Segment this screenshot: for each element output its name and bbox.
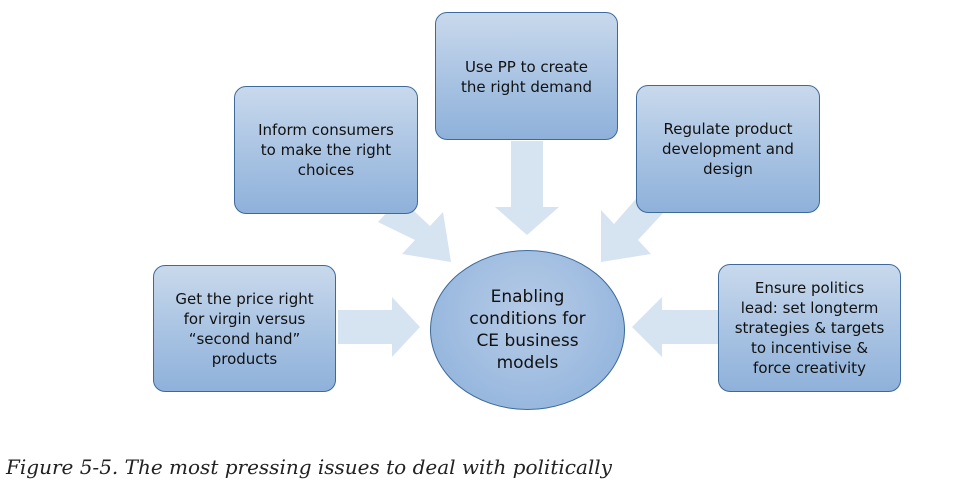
box-ensure-politics-label: Ensure politics lead: set longterm strat… <box>734 279 885 377</box>
arrow-right <box>338 297 420 357</box>
figure-caption: Figure 5-5. The most pressing issues to … <box>6 455 612 479</box>
arrows-layer <box>338 141 718 357</box>
arrow-left <box>632 297 718 357</box>
arrow-down <box>495 141 559 235</box>
box-use-pp-label: Use PP to create the right demand <box>461 58 592 96</box>
box-inform-consumers: Inform consumers to make the right choic… <box>234 86 418 214</box>
center-ellipse: Enabling conditions for CE business mode… <box>430 250 625 410</box>
box-regulate-product-label: Regulate product development and design <box>662 120 794 178</box>
box-price-right-label: Get the price right for virgin versus “s… <box>175 289 314 368</box>
diagram: Use PP to create the right demand Inform… <box>153 12 901 410</box>
box-use-pp: Use PP to create the right demand <box>435 12 618 140</box>
box-inform-consumers-label: Inform consumers to make the right choic… <box>258 121 394 179</box>
arrow-diagonal-down-right <box>378 198 451 262</box>
center-label: Enabling conditions for CE business mode… <box>469 287 586 373</box>
box-ensure-politics: Ensure politics lead: set longterm strat… <box>718 264 901 392</box>
box-regulate-product: Regulate product development and design <box>636 85 820 213</box>
box-price-right: Get the price right for virgin versus “s… <box>153 265 336 392</box>
